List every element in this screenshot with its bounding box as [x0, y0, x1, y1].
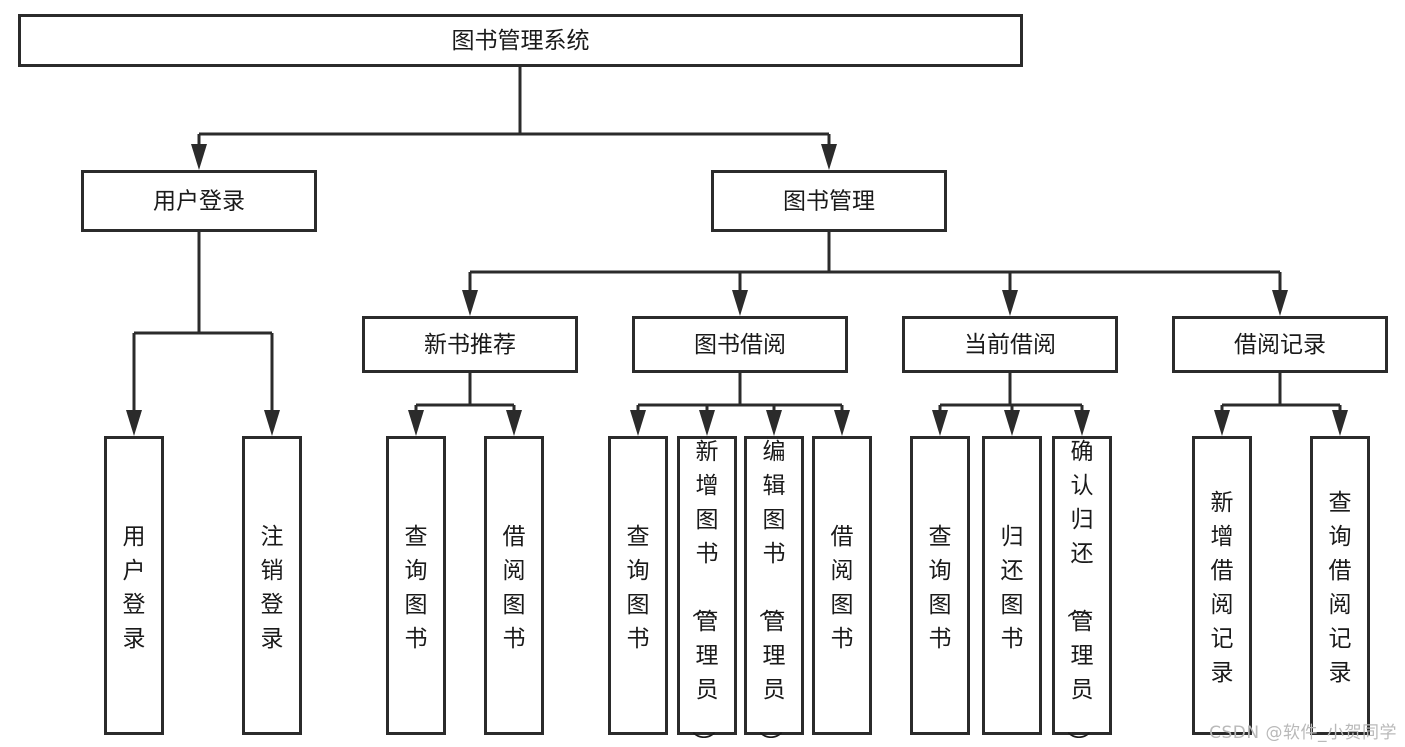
arrow-head-icon [462, 290, 478, 316]
node-box-leaf-recommend-borrow-book[interactable] [484, 436, 544, 735]
node-box-leaf-current-query-book[interactable] [910, 436, 970, 735]
node-book-management[interactable]: 图书管理 [711, 170, 947, 232]
node-new-book-recommend[interactable]: 新书推荐 [362, 316, 578, 373]
node-box-new-book-recommend[interactable] [362, 316, 578, 373]
node-leaf-borrow-edit-book[interactable]: 编辑图书（管理员） [744, 436, 804, 747]
node-label-current-borrow: 当前借阅 [964, 332, 1056, 358]
connector-records-bus [1214, 373, 1348, 436]
node-box-current-borrow[interactable] [902, 316, 1118, 373]
connector-borrow-bus [630, 373, 850, 436]
node-box-book-borrow[interactable] [632, 316, 848, 373]
node-box-leaf-current-return-book[interactable] [982, 436, 1042, 735]
node-leaf-recommend-query-book[interactable]: 查询图书 [386, 436, 446, 735]
node-box-leaf-recommend-query-book[interactable] [386, 436, 446, 735]
node-user-login[interactable]: 用户登录 [81, 170, 317, 232]
node-box-leaf-records-query-record[interactable] [1310, 436, 1370, 735]
node-label-leaf-records-query-record: 查询借阅记录 [1329, 490, 1352, 686]
node-leaf-recommend-borrow-book[interactable]: 借阅图书 [484, 436, 544, 735]
node-box-user-login[interactable] [81, 170, 317, 232]
node-box-leaf-current-confirm-return[interactable] [1052, 436, 1112, 735]
node-box-leaf-borrow-borrow-book[interactable] [812, 436, 872, 735]
node-box-leaf-borrow-add-book[interactable] [677, 436, 737, 735]
arrow-head-icon [1272, 290, 1288, 316]
arrow-head-icon [408, 410, 424, 436]
node-label-book-management: 图书管理 [783, 189, 875, 215]
arrow-head-icon [1214, 410, 1230, 436]
connectors-layer [126, 67, 1348, 436]
arrow-head-icon [1074, 410, 1090, 436]
connector-root-bus [191, 67, 837, 170]
node-leaf-records-query-record[interactable]: 查询借阅记录 [1310, 436, 1370, 735]
arrow-head-icon [821, 144, 837, 170]
arrow-head-icon [630, 410, 646, 436]
node-box-borrow-records[interactable] [1172, 316, 1388, 373]
node-label-book-borrow: 图书借阅 [694, 332, 786, 358]
arrow-head-icon [932, 410, 948, 436]
node-leaf-current-return-book[interactable]: 归还图书 [982, 436, 1042, 735]
connector-current-bus [932, 373, 1090, 436]
node-label-leaf-borrow-query-book: 查询图书 [627, 524, 650, 652]
node-label-leaf-recommend-borrow-book: 借阅图书 [503, 524, 526, 652]
node-label-leaf-user-logout: 注销登录 [261, 524, 284, 652]
node-leaf-borrow-add-book[interactable]: 新增图书（管理员） [677, 436, 737, 747]
node-label-leaf-borrow-edit-book: 编辑图书（管理员） [757, 439, 786, 747]
node-leaf-current-query-book[interactable]: 查询图书 [910, 436, 970, 735]
node-box-leaf-borrow-query-book[interactable] [608, 436, 668, 735]
arrow-head-icon [506, 410, 522, 436]
arrow-head-icon [699, 410, 715, 436]
node-book-borrow[interactable]: 图书借阅 [632, 316, 848, 373]
arrow-head-icon [732, 290, 748, 316]
node-label-leaf-borrow-borrow-book: 借阅图书 [831, 524, 854, 652]
node-leaf-borrow-query-book[interactable]: 查询图书 [608, 436, 668, 735]
nodes-layer: 图书管理系统用户登录图书管理新书推荐图书借阅当前借阅借阅记录用户登录注销登录查询… [18, 14, 1388, 747]
node-leaf-records-add-record[interactable]: 新增借阅记录 [1192, 436, 1252, 735]
node-leaf-user-login[interactable]: 用户登录 [104, 436, 164, 735]
connector-user-login-bus [126, 232, 280, 436]
node-leaf-borrow-borrow-book[interactable]: 借阅图书 [812, 436, 872, 735]
node-label-leaf-recommend-query-book: 查询图书 [405, 524, 428, 652]
arrow-head-icon [1002, 290, 1018, 316]
node-label-leaf-records-add-record: 新增借阅记录 [1211, 490, 1234, 686]
node-label-new-book-recommend: 新书推荐 [424, 332, 516, 358]
node-label-leaf-user-login: 用户登录 [123, 524, 146, 652]
connector-recommend-bus [408, 373, 522, 436]
node-current-borrow[interactable]: 当前借阅 [902, 316, 1118, 373]
node-borrow-records[interactable]: 借阅记录 [1172, 316, 1388, 373]
node-box-leaf-records-add-record[interactable] [1192, 436, 1252, 735]
arrow-head-icon [1332, 410, 1348, 436]
node-label-leaf-borrow-add-book: 新增图书（管理员） [690, 439, 719, 747]
node-root[interactable]: 图书管理系统 [18, 14, 1023, 67]
arrow-head-icon [1004, 410, 1020, 436]
node-label-leaf-current-return-book: 归还图书 [1001, 524, 1024, 652]
node-box-book-management[interactable] [711, 170, 947, 232]
arrow-head-icon [191, 144, 207, 170]
node-box-leaf-user-login[interactable] [104, 436, 164, 735]
node-box-root[interactable] [18, 14, 1023, 67]
arrow-head-icon [126, 410, 142, 436]
node-label-user-login: 用户登录 [153, 189, 245, 215]
arrow-head-icon [264, 410, 280, 436]
node-box-leaf-user-logout[interactable] [242, 436, 302, 735]
node-leaf-user-logout[interactable]: 注销登录 [242, 436, 302, 735]
arrow-head-icon [766, 410, 782, 436]
connector-book-management-bus [462, 232, 1288, 316]
node-label-root: 图书管理系统 [452, 28, 590, 54]
node-label-borrow-records: 借阅记录 [1234, 332, 1326, 358]
node-label-leaf-current-confirm-return: 确认归还（管理员） [1065, 439, 1094, 747]
node-box-leaf-borrow-edit-book[interactable] [744, 436, 804, 735]
arrow-head-icon [834, 410, 850, 436]
node-leaf-current-confirm-return[interactable]: 确认归还（管理员） [1052, 436, 1112, 747]
node-label-leaf-current-query-book: 查询图书 [929, 524, 952, 652]
